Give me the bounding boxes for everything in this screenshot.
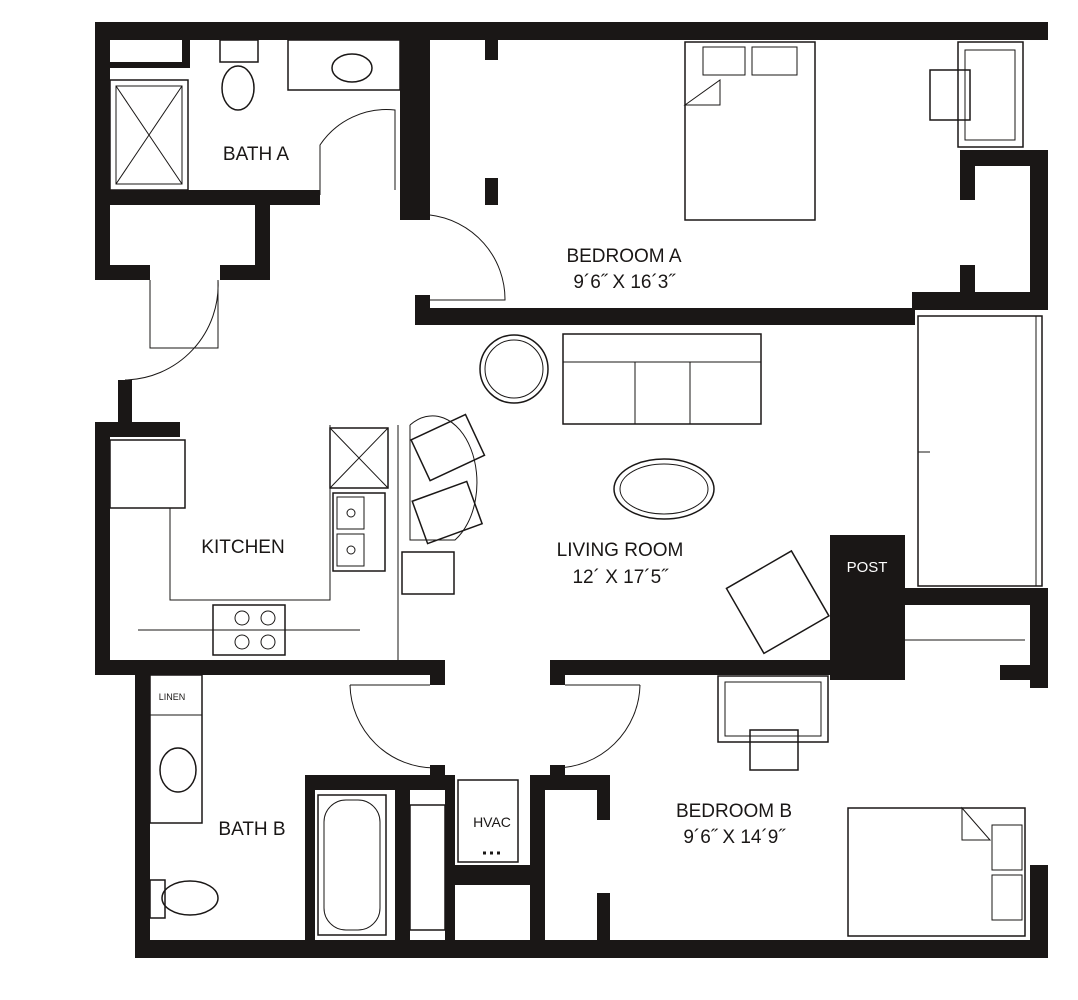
wall-segment bbox=[95, 265, 150, 280]
wall-segment bbox=[960, 265, 975, 295]
wall-segment bbox=[182, 40, 190, 68]
bed-icon bbox=[683, 41, 816, 221]
wall-segment bbox=[960, 150, 1048, 166]
counter-outline bbox=[110, 415, 478, 660]
toilet-icon bbox=[219, 39, 259, 111]
wall-segment bbox=[830, 535, 905, 680]
stove-icon bbox=[212, 604, 286, 656]
toilet-icon bbox=[149, 879, 219, 919]
wall-segment bbox=[1000, 665, 1048, 680]
wall-segment bbox=[1030, 588, 1048, 688]
desk-icon bbox=[929, 41, 1024, 148]
kitchen-fixtures: KITCHEN bbox=[109, 413, 486, 660]
wall-segment bbox=[255, 205, 270, 280]
bath-b-fixtures: LINEN BATH B bbox=[149, 674, 446, 936]
bedroom-a-furniture: BEDROOM A 9´6˝ X 16´3˝ bbox=[566, 41, 1024, 293]
linen-label: LINEN bbox=[159, 692, 186, 702]
bathtub-icon bbox=[317, 794, 387, 936]
wall-segment bbox=[305, 775, 455, 790]
hvac-label: HVAC bbox=[473, 814, 511, 830]
wall-segment bbox=[395, 790, 410, 940]
wall-segment bbox=[220, 265, 270, 280]
wall-segment bbox=[118, 380, 132, 422]
coffee-table-icon bbox=[613, 458, 715, 520]
wall-segment bbox=[455, 865, 530, 885]
linen-closet: LINEN bbox=[149, 674, 203, 824]
room-label-bedroom-b: BEDROOM B bbox=[676, 801, 792, 822]
hvac: HVAC bbox=[457, 779, 519, 863]
wall-segment bbox=[550, 765, 565, 780]
room-label-bath-a: BATH A bbox=[223, 144, 289, 165]
room-label-living-room: LIVING ROOM bbox=[557, 540, 684, 561]
desk-icon bbox=[717, 675, 829, 771]
wall-segment bbox=[305, 775, 315, 940]
balcony bbox=[917, 315, 1043, 587]
room-size-bedroom-a: 9´6˝ X 16´3˝ bbox=[573, 272, 676, 293]
closet bbox=[409, 804, 446, 931]
walls bbox=[95, 22, 1048, 958]
wall-segment bbox=[95, 422, 180, 437]
wall-segment bbox=[135, 940, 1048, 958]
wall-segment bbox=[912, 292, 1048, 310]
wall-segment bbox=[110, 62, 190, 68]
wall-segment bbox=[485, 40, 498, 60]
wall-segment bbox=[135, 675, 150, 958]
wall-segment bbox=[415, 308, 915, 325]
wall-segment bbox=[597, 775, 610, 820]
wall-segment bbox=[550, 660, 565, 685]
fridge-icon bbox=[109, 439, 186, 509]
wall-segment bbox=[445, 790, 455, 940]
doors bbox=[124, 109, 641, 769]
wall-segment bbox=[95, 22, 110, 280]
wall-segment bbox=[400, 190, 430, 220]
living-room-furniture: LIVING ROOM 12´ X 17´5˝ bbox=[479, 333, 830, 655]
shower-icon bbox=[109, 79, 189, 191]
room-label-bath-b: BATH B bbox=[218, 819, 285, 840]
wall-segment bbox=[550, 660, 840, 675]
wall-segment bbox=[95, 190, 320, 205]
room-label-bedroom-a: BEDROOM A bbox=[566, 246, 681, 267]
wall-segment bbox=[960, 150, 975, 200]
room-size-living-room: 12´ X 17´5˝ bbox=[572, 567, 669, 588]
round-table-icon bbox=[479, 334, 549, 404]
wall-segment bbox=[830, 665, 880, 680]
wall-segment bbox=[430, 765, 445, 790]
bedroom-b-furniture: BEDROOM B 9´6˝ X 14´9˝ bbox=[676, 639, 1026, 937]
bar-stools bbox=[401, 413, 486, 595]
wall-segment bbox=[597, 893, 610, 940]
bath-a-fixtures: BATH A bbox=[109, 39, 401, 191]
dishwasher-icon bbox=[329, 427, 389, 489]
wall-segment bbox=[530, 775, 545, 940]
wall-segment bbox=[1030, 150, 1048, 310]
wall-segment bbox=[95, 22, 1048, 40]
room-size-bedroom-b: 9´6˝ X 14´9˝ bbox=[683, 827, 786, 848]
room-label-kitchen: KITCHEN bbox=[201, 537, 284, 558]
sink-icon bbox=[287, 39, 401, 91]
post-label: POST bbox=[847, 559, 888, 576]
sofa-icon bbox=[562, 333, 762, 425]
wall-segment bbox=[95, 422, 110, 675]
wall-segment bbox=[905, 588, 1048, 605]
bed-icon bbox=[847, 806, 1026, 937]
armchair-icon bbox=[725, 549, 830, 655]
wall-segment bbox=[485, 178, 498, 205]
wall-segment bbox=[1030, 865, 1048, 958]
wall-segment bbox=[400, 40, 430, 200]
sink-icon bbox=[159, 747, 197, 793]
wall-segment bbox=[430, 660, 445, 685]
wall-segment bbox=[95, 660, 445, 675]
kitchen-sink-icon bbox=[332, 492, 386, 572]
